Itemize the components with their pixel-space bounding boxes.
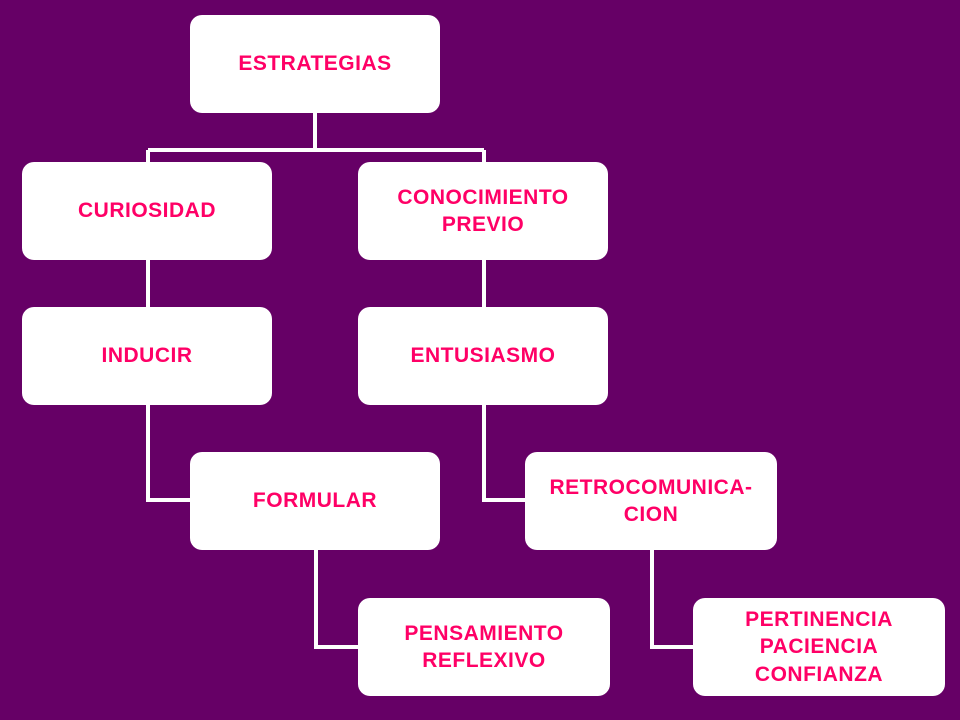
node-formular: FORMULAR bbox=[190, 452, 440, 550]
node-retrocomunicacion: RETROCOMUNICA- CION bbox=[525, 452, 777, 550]
node-estrategias-label: ESTRATEGIAS bbox=[238, 52, 392, 76]
node-pensamiento-reflexivo: PENSAMIENTO REFLEXIVO bbox=[358, 598, 610, 696]
node-entusiasmo: ENTUSIASMO bbox=[358, 307, 608, 405]
node-curiosidad: CURIOSIDAD bbox=[22, 162, 272, 260]
connector-entusiasmo-retro bbox=[482, 405, 525, 502]
node-formular-label: FORMULAR bbox=[252, 489, 378, 513]
connector-root-bus bbox=[148, 113, 484, 152]
connector-inducir-formular bbox=[146, 405, 190, 502]
node-entusiasmo-label: ENTUSIASMO bbox=[410, 344, 556, 368]
node-estrategias: ESTRATEGIAS bbox=[190, 15, 440, 113]
node-curiosidad-label: CURIOSIDAD bbox=[77, 199, 216, 223]
connector-retro-pertinencia bbox=[650, 550, 693, 649]
node-conocimiento-previo: CONOCIMIENTO PREVIO bbox=[358, 162, 608, 260]
node-pensamiento-reflexivo-label: PENSAMIENTO REFLEXIVO bbox=[404, 621, 564, 672]
node-pertinencia-paciencia-confianza: PERTINENCIA PACIENCIA CONFIANZA bbox=[693, 598, 945, 696]
node-pertinencia-label: PERTINENCIA PACIENCIA CONFIANZA bbox=[745, 608, 893, 686]
connector-formular-pensamiento bbox=[314, 550, 358, 649]
node-inducir-label: INDUCIR bbox=[101, 344, 193, 368]
node-retrocomunicacion-label: RETROCOMUNICA- CION bbox=[549, 475, 753, 526]
node-inducir: INDUCIR bbox=[22, 307, 272, 405]
node-conocimiento-previo-label: CONOCIMIENTO PREVIO bbox=[397, 185, 569, 236]
